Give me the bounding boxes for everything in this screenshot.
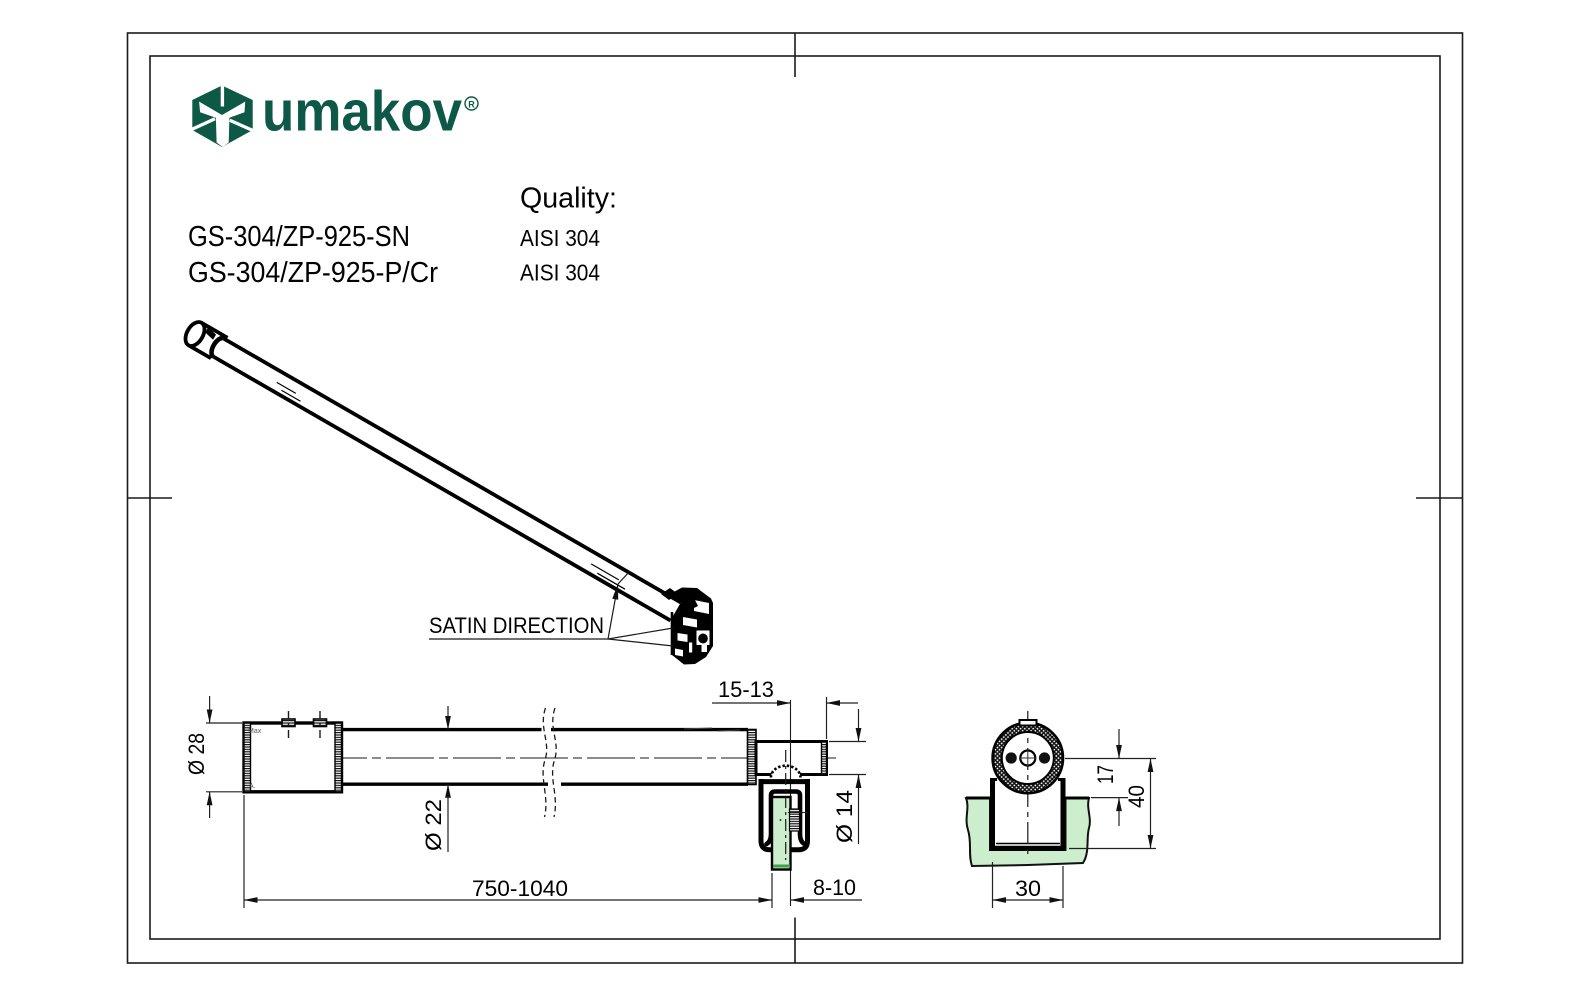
svg-text:17: 17 — [1093, 765, 1118, 784]
svg-text:750-1040: 750-1040 — [472, 876, 568, 901]
svg-text:GS-304/ZP-925-SN: GS-304/ZP-925-SN — [188, 221, 410, 253]
svg-text:8-10: 8-10 — [813, 875, 856, 900]
svg-text:Max: Max — [248, 728, 262, 735]
svg-text:AISI 304: AISI 304 — [520, 260, 600, 286]
svg-text:umakov: umakov — [262, 80, 462, 144]
svg-text:40: 40 — [1124, 785, 1149, 808]
svg-text:R: R — [468, 100, 475, 110]
svg-text:30: 30 — [1015, 876, 1041, 901]
svg-text:AISI 304: AISI 304 — [520, 225, 600, 251]
svg-text:Ø 28: Ø 28 — [184, 733, 209, 775]
svg-text:Ø 22: Ø 22 — [421, 799, 446, 851]
svg-text:15-13: 15-13 — [718, 677, 774, 702]
svg-text:Quality:: Quality: — [520, 183, 617, 215]
svg-text:A.: A. — [249, 783, 256, 790]
svg-text:GS-304/ZP-925-P/Cr: GS-304/ZP-925-P/Cr — [188, 257, 438, 289]
svg-text:SATIN DIRECTION: SATIN DIRECTION — [429, 613, 604, 638]
svg-text:Ø 14: Ø 14 — [832, 790, 857, 843]
